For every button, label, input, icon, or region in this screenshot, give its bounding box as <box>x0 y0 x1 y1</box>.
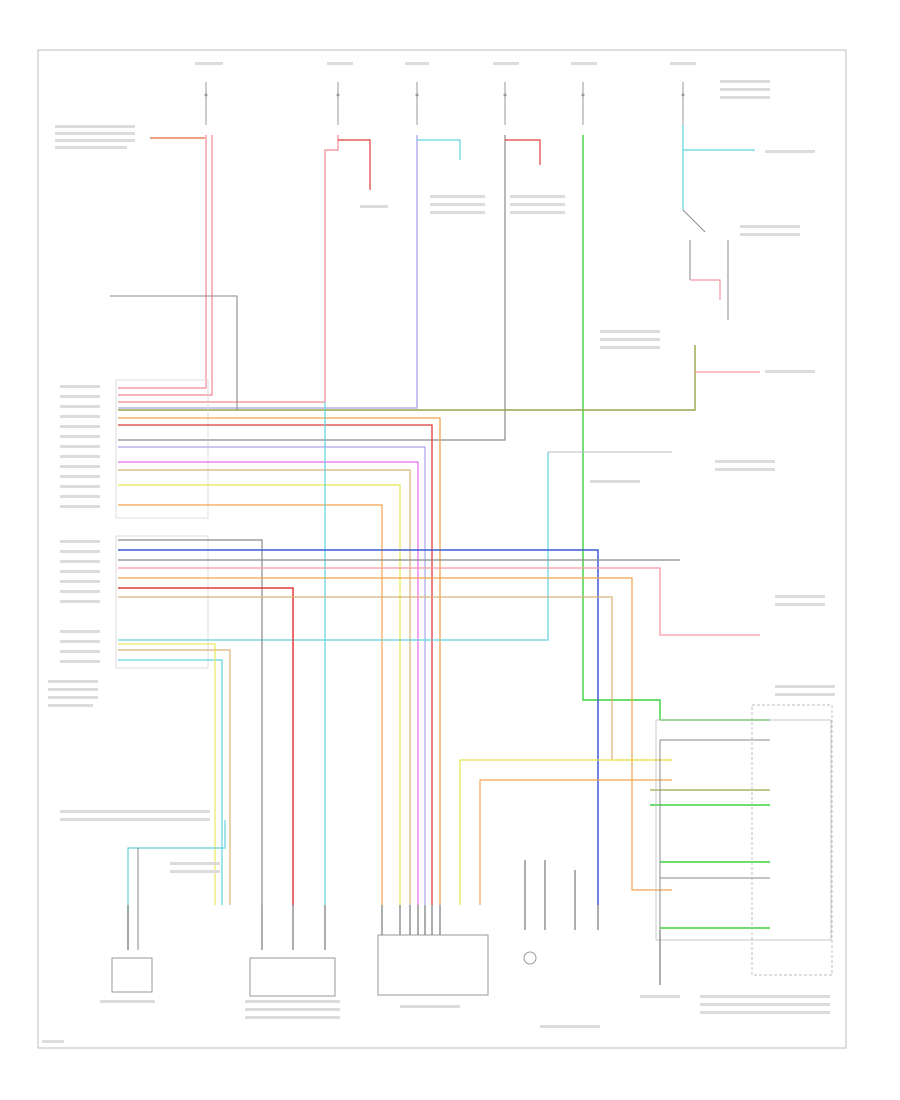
module-connector-upper <box>115 379 209 519</box>
wire-fuse3-lavender <box>118 135 418 409</box>
wire-low-yellow <box>118 643 216 905</box>
wire-low-gray <box>118 539 263 905</box>
wire-low-orange <box>118 577 672 891</box>
brake-switch <box>682 209 729 320</box>
bottom-connectors <box>127 860 661 985</box>
transfer-case-motor-box <box>377 934 489 996</box>
actuator-motor-box <box>249 957 336 997</box>
wire-low-cyan <box>118 659 223 905</box>
wire-fuse1-pink <box>118 135 207 389</box>
wire-fuse5-green <box>582 135 661 720</box>
wire-pin-yellow <box>118 484 401 905</box>
wire-speed-cyan <box>127 820 226 950</box>
encoder-box <box>655 719 832 941</box>
wire-pin-lavender <box>118 446 426 905</box>
wire-low-red <box>118 587 294 905</box>
wire-pin-orange-b <box>118 504 383 905</box>
diagram-border <box>37 49 847 1049</box>
wire-left-gray <box>110 295 238 410</box>
wire-fuse2-pink <box>118 135 339 403</box>
wire-fuse4-red <box>505 139 541 165</box>
wire-fuse1-pink-b <box>118 135 213 396</box>
fuse-dots <box>204 93 685 97</box>
label-marks <box>42 62 835 1043</box>
wire-pin-cyan-b <box>118 452 549 641</box>
wire-brake-olive <box>118 345 696 411</box>
wire-tc-yellow <box>459 759 672 905</box>
wire-brake-pink <box>690 279 721 300</box>
wire-pin-tan <box>118 469 411 905</box>
ground-symbol <box>523 951 537 965</box>
transfer-case-switch-box <box>751 704 833 976</box>
wire-pin-red <box>118 424 433 905</box>
speed-sensor-box <box>111 957 153 993</box>
wire-fuse2-red <box>338 139 371 190</box>
wire-fuse4-gray <box>118 135 506 441</box>
wire-low-tan <box>118 596 672 761</box>
wire-tc-orange <box>479 779 672 905</box>
wire-fuse3-cyan <box>417 139 461 160</box>
wire-pin-orange <box>118 417 441 905</box>
module-connector-lower <box>115 535 209 669</box>
wire-pin-magenta <box>118 461 419 905</box>
wire-low-blue <box>118 549 599 905</box>
wire-low-pink <box>118 567 760 636</box>
wire-low-tan-b <box>118 649 231 905</box>
wire-tc-gray <box>659 739 770 980</box>
fuse-stubs <box>205 82 684 125</box>
